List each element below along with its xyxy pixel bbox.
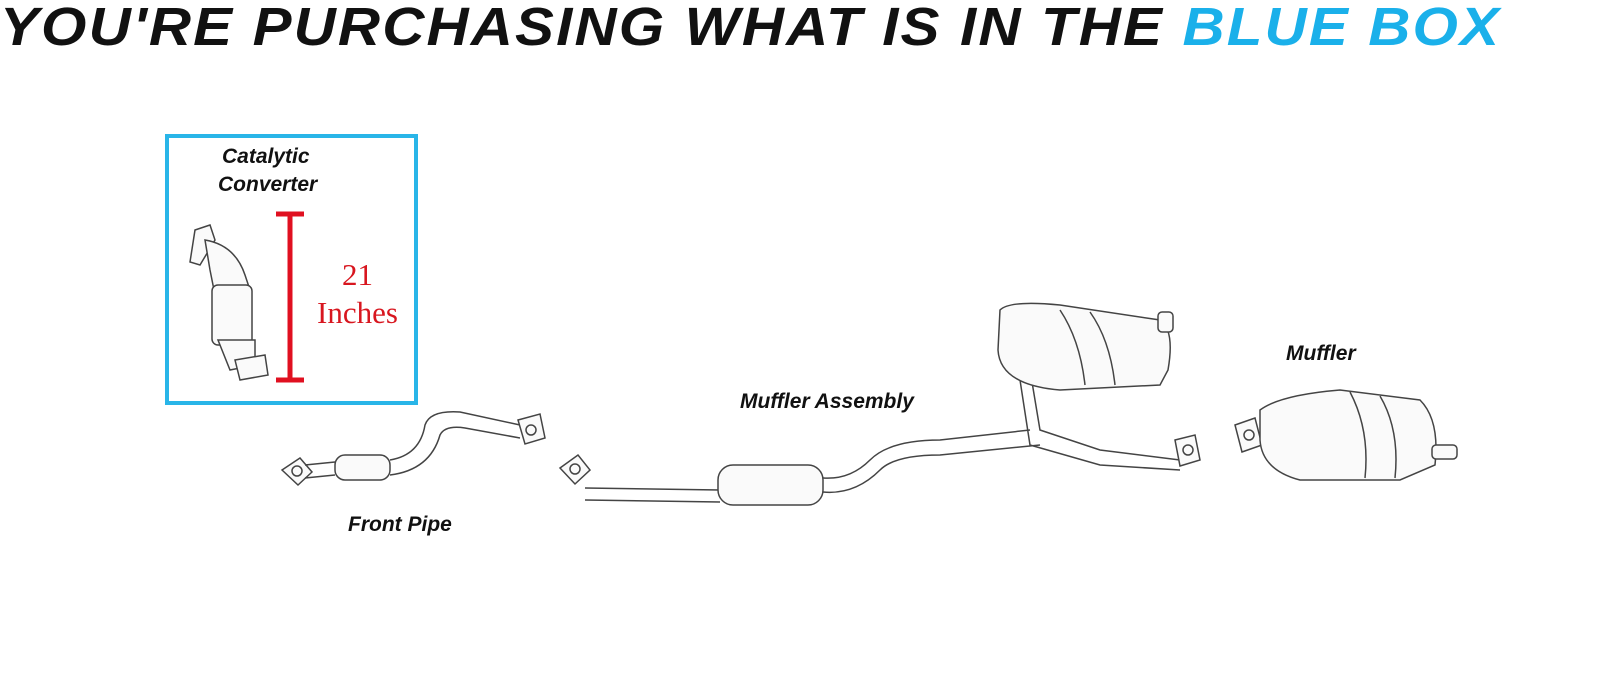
dimension-unit: Inches [317,295,398,330]
catalytic-converter-drawing [189,224,269,381]
catalytic-converter-label-2: Converter [218,173,318,196]
page-title: YOU'RE PURCHASING WHAT IS IN THE BLUE BO… [0,0,1600,58]
title-highlight: BLUE BOX [1182,0,1502,57]
purchase-box [165,134,418,405]
dimension-bar [276,211,304,383]
muffler-drawing [1234,389,1458,481]
muffler-assembly-drawing [558,302,1201,506]
muffler-label: Muffler [1286,342,1356,365]
muffler-assembly-label: Muffler Assembly [740,390,914,413]
catalytic-converter-label-1: Catalytic [222,145,310,168]
front-pipe-drawing [280,411,546,487]
front-pipe-label: Front Pipe [348,513,452,536]
dimension-value: 21 [342,257,373,292]
title-text: YOU'RE PURCHASING WHAT IS IN THE [0,0,1165,57]
